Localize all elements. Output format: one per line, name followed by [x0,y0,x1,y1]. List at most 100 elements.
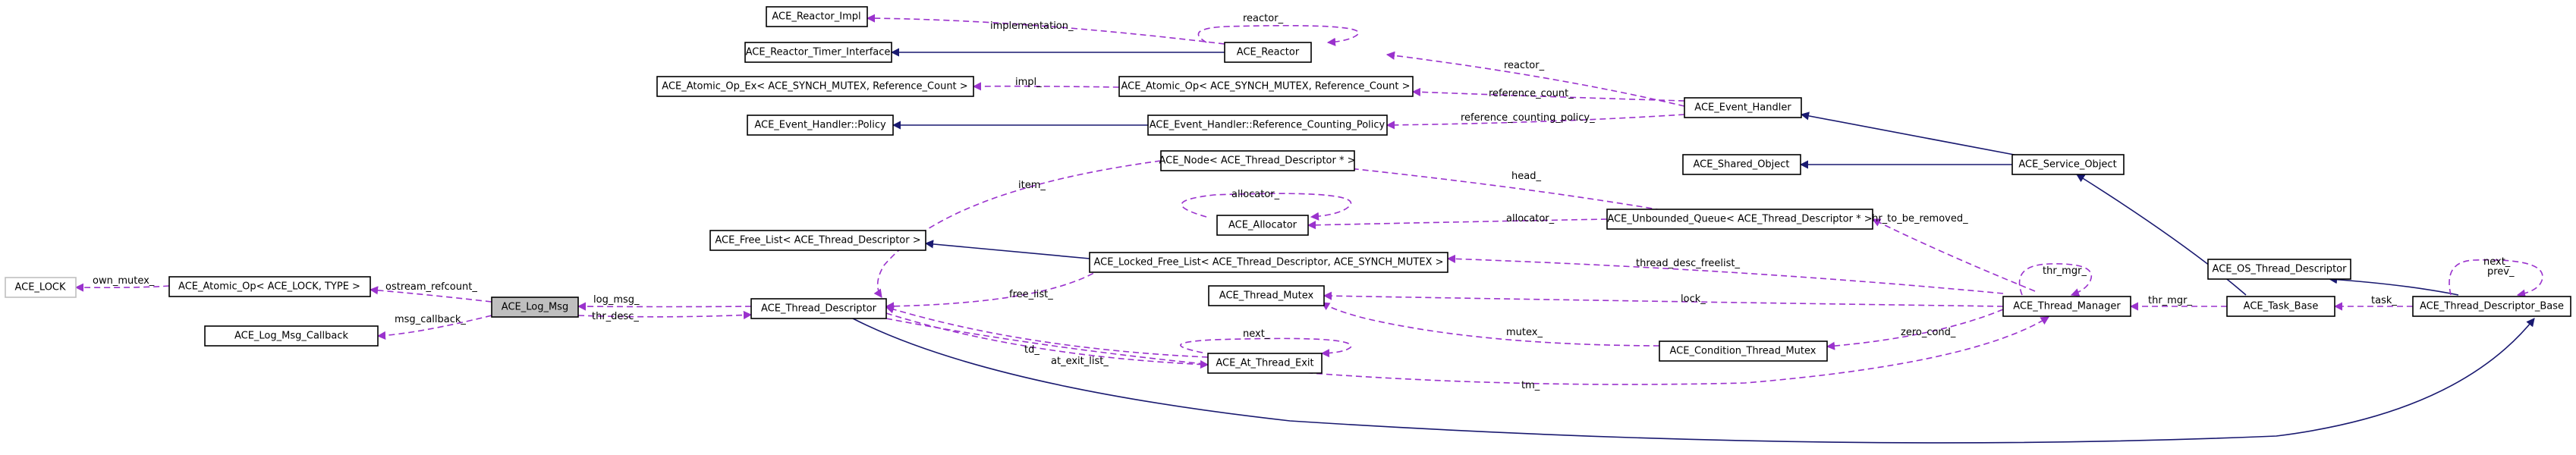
edge-label-item: item_ [1018,180,1046,191]
node-locked-free-list[interactable]: ACE_Locked_Free_List< ACE_Thread_Descrip… [1089,252,1448,273]
edge-item [873,160,1162,298]
edge-log-msg [577,302,752,311]
edge-label-reference-counting-policy: reference_counting_policy_ [1461,112,1595,124]
node-free-list[interactable]: ACE_Free_List< ACE_Thread_Descriptor > [709,230,926,251]
edge-thread-descriptor-base-inherits-os-thread-descriptor [2328,275,2459,296]
edge-label-mutex: mutex_ [1506,327,1543,338]
edge-task-base-inherits-service-object [2076,174,2247,296]
edge-thr-to-be-removed [1871,218,2036,292]
svg-text:ACE_Unbounded_Queue< ACE_Threa: ACE_Unbounded_Queue< ACE_Thread_Descript… [1607,214,1872,225]
edge-label-next-exit: next_ [1243,328,1270,340]
node-thread-descriptor[interactable]: ACE_Thread_Descriptor [750,298,887,319]
node-condition-thread-mutex[interactable]: ACE_Condition_Thread_Mutex [1659,340,1828,362]
edge-label-log-msg: log_msg_ [593,294,640,306]
edge-tm [885,316,2049,385]
edge-head [1319,162,1662,211]
svg-text:ACE_Locked_Free_List< ACE_Thre: ACE_Locked_Free_List< ACE_Thread_Descrip… [1094,257,1444,268]
node-allocator[interactable]: ACE_Allocator [1216,215,1309,236]
edge-label-impl: impl_ [1015,77,1042,88]
node-reactor-timer-interface[interactable]: ACE_Reactor_Timer_Interface [744,42,892,63]
edge-reference-count [1411,87,1685,102]
node-reference-counting-policy[interactable]: ACE_Event_Handler::Reference_Counting_Po… [1147,115,1388,136]
edge-label-free-list: free_list_ [1009,289,1053,300]
edge-label-task: task_ [2371,295,2397,306]
svg-text:ACE_Log_Msg_Callback: ACE_Log_Msg_Callback [234,331,349,342]
node-atomic-op-ex[interactable]: ACE_Atomic_Op_Ex< ACE_SYNCH_MUTEX, Refer… [656,76,974,97]
svg-text:ACE_Allocator: ACE_Allocator [1228,220,1297,231]
node-unbounded-queue[interactable]: ACE_Unbounded_Queue< ACE_Thread_Descript… [1606,209,1873,230]
edge-label-reference-count: reference_count_ [1489,88,1574,99]
edge-allocator-queue [1307,218,1608,230]
node-reactor[interactable]: ACE_Reactor [1224,42,1312,63]
edge-label-thr-to-be-removed: thr_to_be_removed_ [1868,213,1968,224]
svg-text:ACE_LOCK: ACE_LOCK [14,282,66,293]
svg-text:ACE_Atomic_Op< ACE_LOCK, TYPE: ACE_Atomic_Op< ACE_LOCK, TYPE > [178,281,360,293]
node-thread-manager[interactable]: ACE_Thread_Manager [2002,296,2131,317]
edge-impl [972,82,1120,91]
edge-reactor-self [1197,24,1360,46]
node-at-thread-exit[interactable]: ACE_At_Thread_Exit [1207,353,1323,374]
edge-reactor-eh [1386,51,1685,107]
edge-thr-desc [577,310,753,320]
svg-text:ACE_Free_List< ACE_Thread_Desc: ACE_Free_List< ACE_Thread_Descriptor > [715,235,920,246]
edge-thread-descriptor-inherits-thread-descriptor-base [852,318,2535,444]
edge-labels: implementation_ reactor_ reactor_ impl_ … [93,13,2515,391]
svg-text:ACE_Thread_Descriptor_Base: ACE_Thread_Descriptor_Base [2420,301,2564,312]
edge-label-zero-cond: zero_cond_ [1901,327,1956,338]
svg-text:ACE_OS_Thread_Descriptor: ACE_OS_Thread_Descriptor [2213,264,2348,275]
svg-text:ACE_Node< ACE_Thread_Descripto: ACE_Node< ACE_Thread_Descriptor * > [1159,155,1355,167]
node-log-msg-callback[interactable]: ACE_Log_Msg_Callback [204,325,379,347]
edge-label-own-mutex: own_mutex_ [93,275,155,287]
svg-text:ACE_Event_Handler::Policy: ACE_Event_Handler::Policy [754,120,886,131]
edge-label-lock: lock_ [1681,293,1706,305]
node-service-object[interactable]: ACE_Service_Object [2011,154,2125,175]
svg-text:ACE_Condition_Thread_Mutex: ACE_Condition_Thread_Mutex [1670,346,1816,357]
node-log-msg[interactable]: ACE_Log_Msg [491,297,579,318]
edge-label-reactor-eh: reactor_ [1504,60,1545,71]
svg-text:ACE_Log_Msg: ACE_Log_Msg [502,302,568,313]
node-event-handler[interactable]: ACE_Event_Handler [1684,97,1802,118]
edge-label-prev-self: prev_ [2487,266,2515,278]
edge-label-td: td_ [1024,344,1040,356]
edge-label-next-self: next_ [2483,256,2511,268]
node-reactor-impl[interactable]: ACE_Reactor_Impl [766,6,868,27]
edge-label-head: head_ [1511,171,1541,182]
edge-label-at-exit-list: at_exit_list_ [1051,356,1109,367]
node-atomic-op-lock[interactable]: ACE_Atomic_Op< ACE_LOCK, TYPE > [168,276,371,297]
edge-label-tm: tm_ [1521,380,1540,391]
edge-next-prev-self [2449,259,2543,298]
edge-lock [1323,291,2004,307]
edge-td [885,305,1209,358]
edge-thr-mgr-self [2018,263,2093,297]
node-atomic-op-refcount[interactable]: ACE_Atomic_Op< ACE_SYNCH_MUTEX, Referenc… [1118,76,1414,97]
svg-text:ACE_Reactor: ACE_Reactor [1237,47,1300,58]
edge-label-reactor-self: reactor_ [1243,13,1284,24]
node-ace-lock[interactable]: ACE_LOCK [5,277,77,298]
svg-text:ACE_Thread_Mutex: ACE_Thread_Mutex [1219,290,1314,302]
edge-label-ostream-refcount: ostream_refcount_ [385,281,477,293]
svg-text:ACE_Reactor_Impl: ACE_Reactor_Impl [772,11,860,23]
nodes: ACE_Reactor_Impl ACE_Reactor_Timer_Inter… [5,6,2571,374]
edges [74,14,2543,444]
node-os-thread-descriptor[interactable]: ACE_OS_Thread_Descriptor [2207,259,2351,280]
edge-zero-cond [1826,309,2004,350]
edge-implementation [866,14,1225,45]
node-shared-object[interactable]: ACE_Shared_Object [1682,154,1801,175]
edge-label-thr-mgr-task: thr_mgr_ [2148,295,2192,306]
node-thread-mutex[interactable]: ACE_Thread_Mutex [1208,285,1325,306]
node-node-thread-descriptor[interactable]: ACE_Node< ACE_Thread_Descriptor * > [1159,150,1356,171]
node-thread-descriptor-base[interactable]: ACE_Thread_Descriptor_Base [2412,296,2571,317]
edge-mutex [1321,302,1660,347]
node-event-handler-policy[interactable]: ACE_Event_Handler::Policy [747,115,894,136]
edge-label-implementation: implementation_ [990,20,1074,32]
svg-text:ACE_Event_Handler: ACE_Event_Handler [1694,102,1791,114]
svg-text:ACE_Atomic_Op_Ex< ACE_SYNCH_MU: ACE_Atomic_Op_Ex< ACE_SYNCH_MUTEX, Refer… [662,81,967,93]
edge-service-object-inherits-event-handler [1800,111,2023,157]
edge-label-thr-mgr-self: thr_mgr_ [2043,265,2087,277]
edge-label-allocator-queue: allocator_ [1506,213,1555,224]
node-task-base[interactable]: ACE_Task_Base [2226,296,2335,317]
svg-text:ACE_Service_Object: ACE_Service_Object [2018,159,2116,171]
edge-at-exit-list [885,312,1209,369]
edge-next-exit [1180,337,1352,358]
